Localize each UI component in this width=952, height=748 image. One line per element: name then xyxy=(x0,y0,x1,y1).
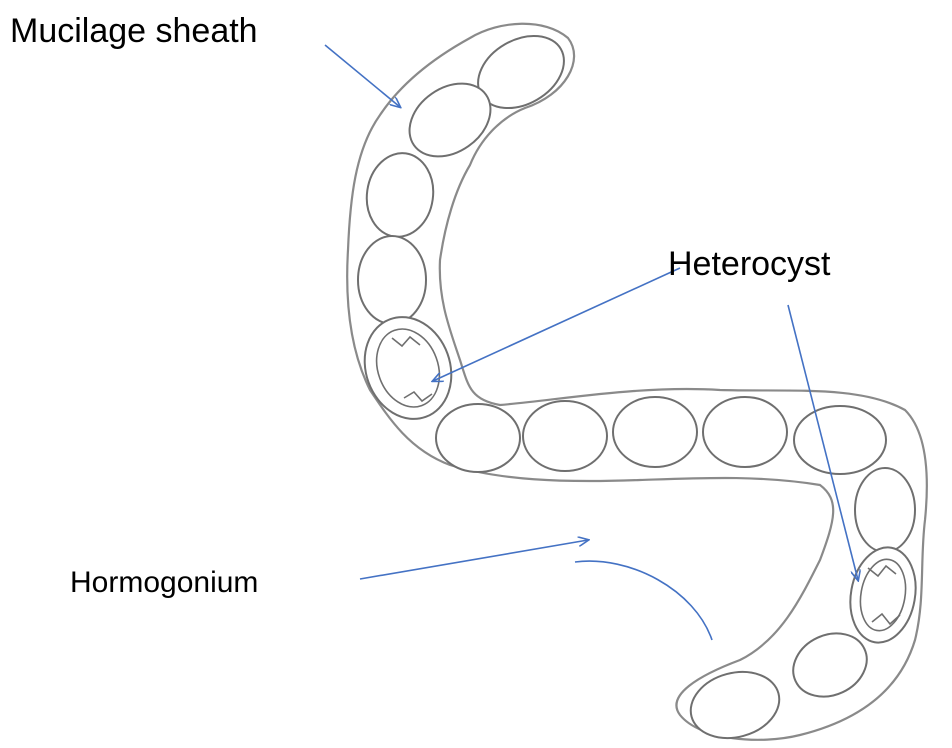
heterocyst-label: Heterocyst xyxy=(668,245,831,283)
hormogonium-label: Hormogonium xyxy=(70,566,258,599)
cell-7 xyxy=(523,401,607,471)
heterocyst-2 xyxy=(843,542,923,648)
cell-14 xyxy=(683,662,786,747)
hormogonium-curve xyxy=(575,561,712,640)
mucilage-sheath-arrow xyxy=(325,45,400,107)
mucilage-sheath-label: Mucilage sheath xyxy=(10,12,258,50)
cell-4 xyxy=(358,236,426,324)
cell-11 xyxy=(855,468,915,552)
cell-10 xyxy=(794,406,886,474)
hormogonium-arrow xyxy=(360,540,588,579)
cell-8 xyxy=(613,397,697,467)
cell-3 xyxy=(361,149,438,241)
cell-9 xyxy=(703,397,787,467)
heterocyst-arrow-1 xyxy=(433,268,680,381)
cell-6 xyxy=(436,404,520,472)
